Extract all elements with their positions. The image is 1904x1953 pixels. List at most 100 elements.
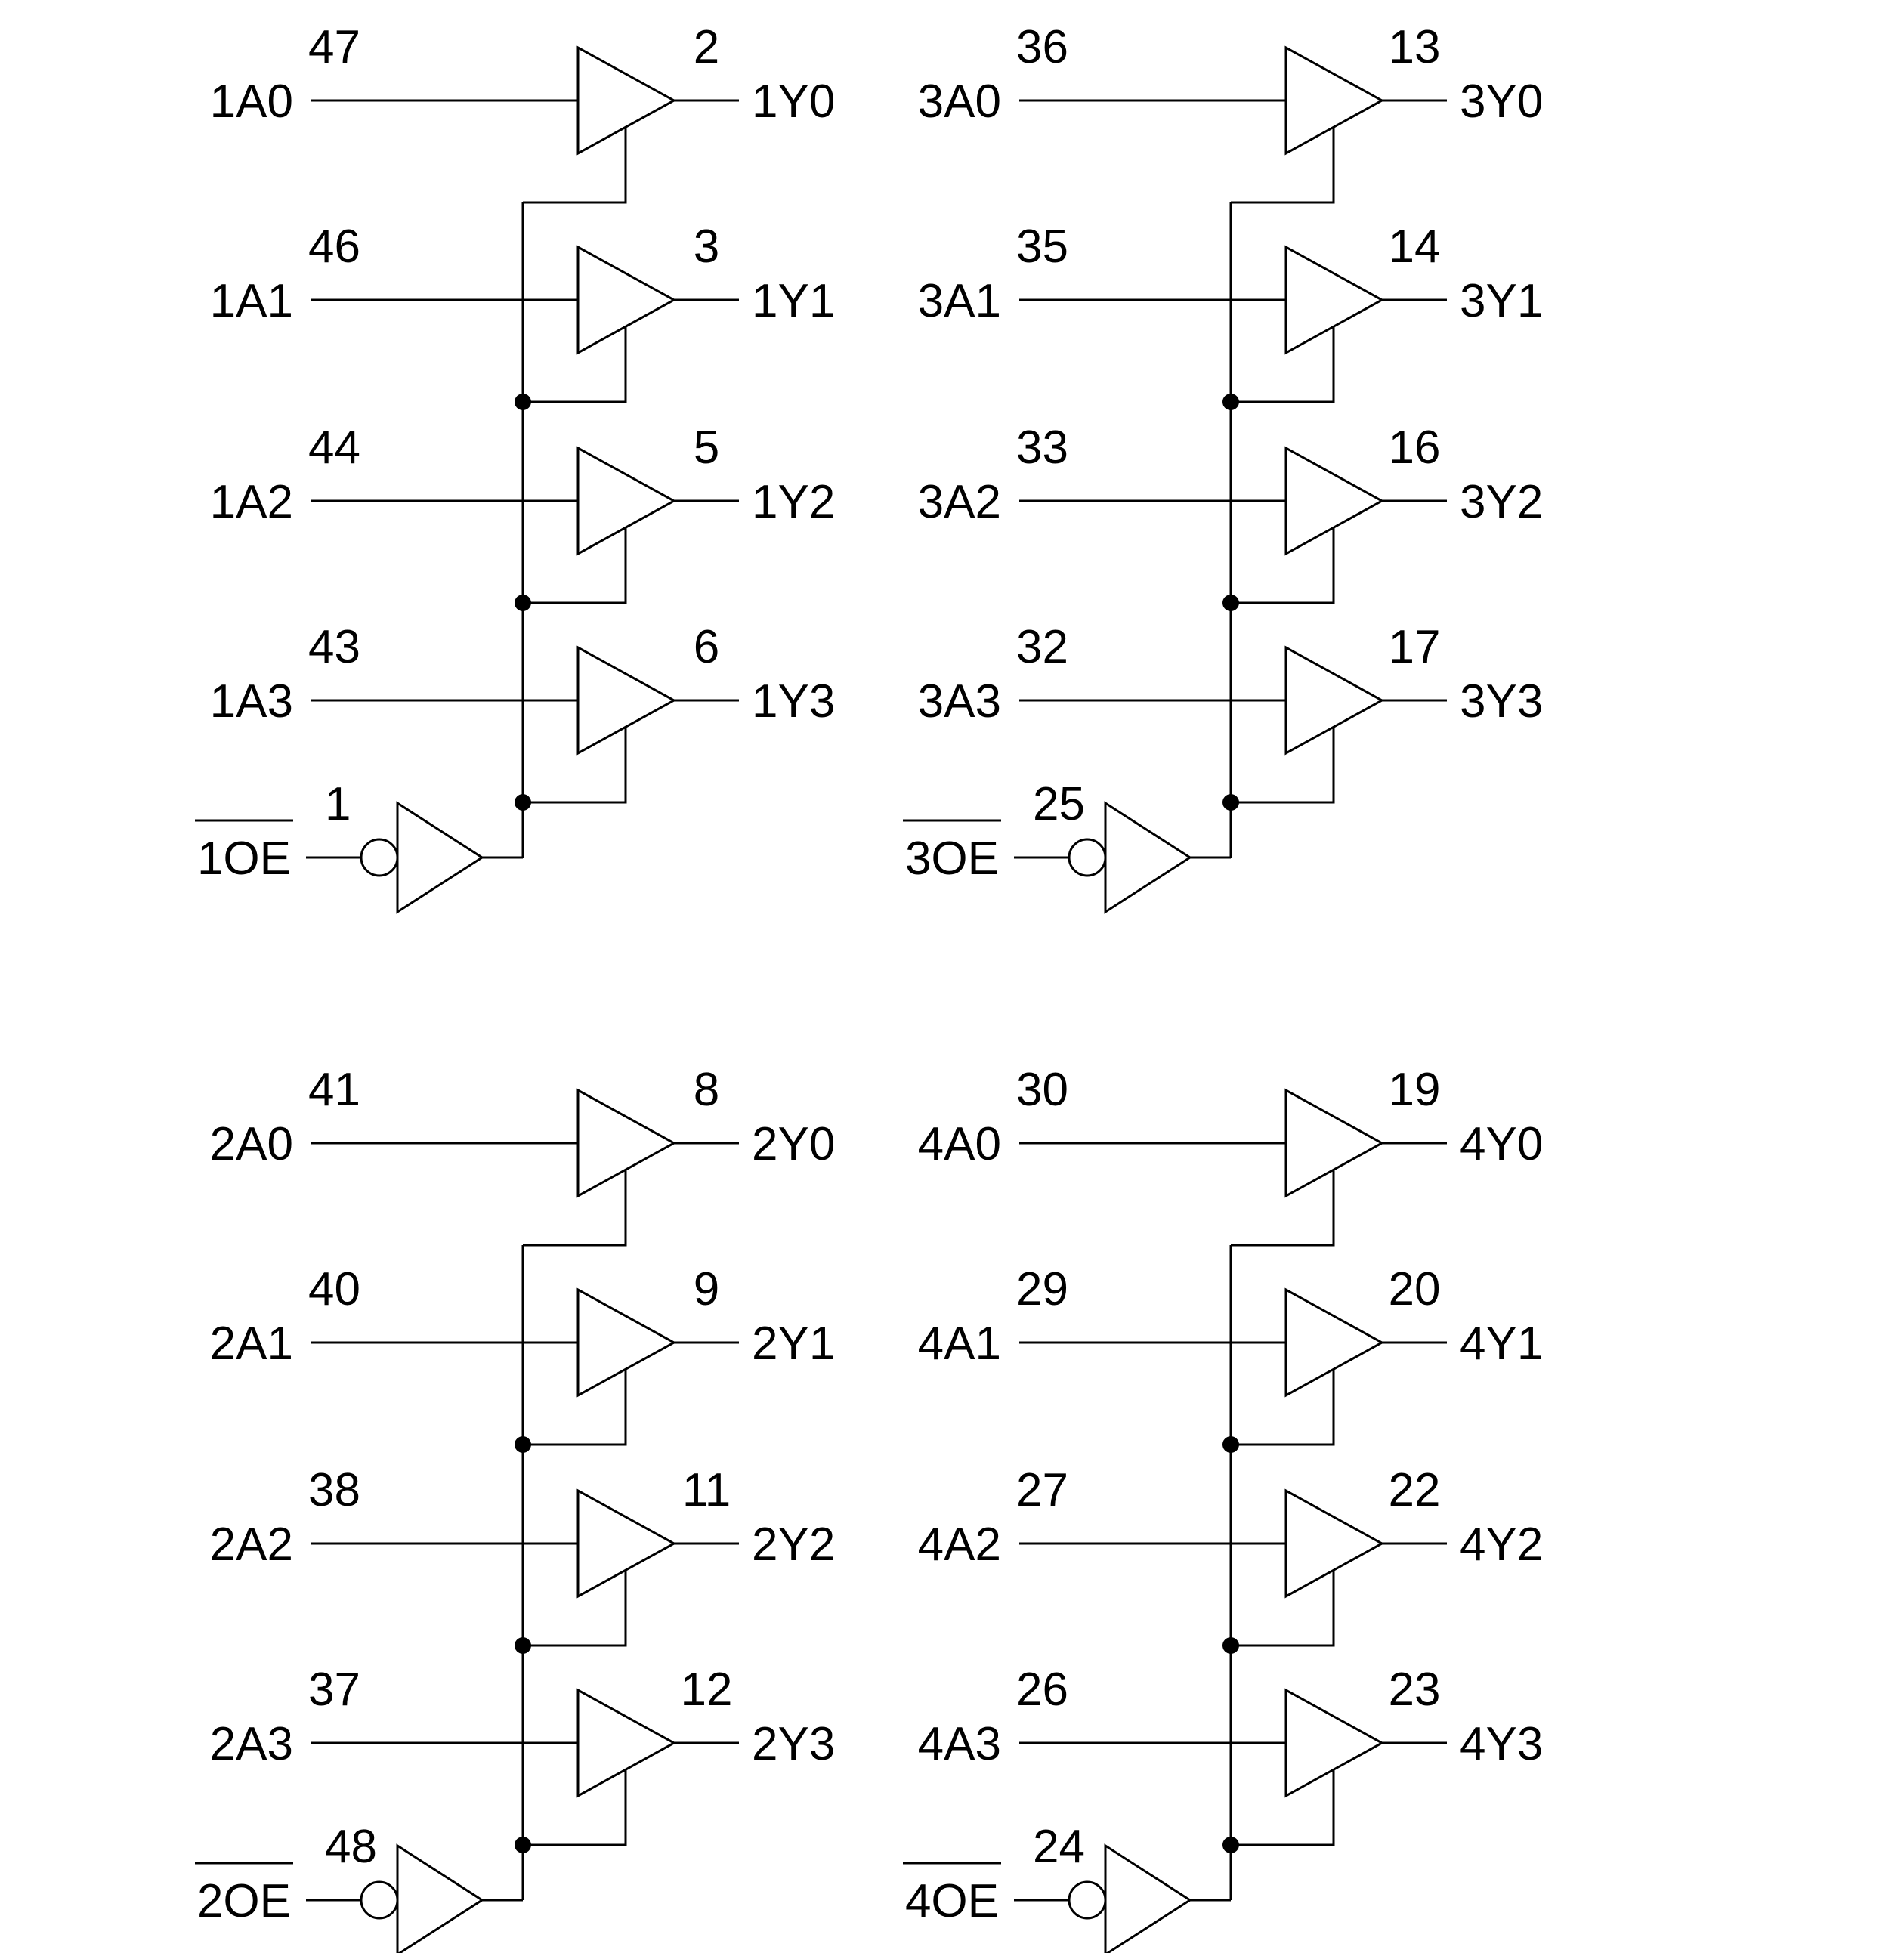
enable-wire xyxy=(523,1170,627,1247)
input-label: 3A1 xyxy=(918,275,1001,327)
enable-wire xyxy=(523,727,627,804)
input-pin-number: 44 xyxy=(308,422,360,474)
enable-wire xyxy=(523,1570,627,1647)
input-label: 2A0 xyxy=(210,1118,293,1170)
input-label: 3A0 xyxy=(918,76,1001,128)
output-label: 4Y0 xyxy=(1460,1118,1543,1170)
enable-wire xyxy=(1231,1369,1335,1446)
output-pin-number: 5 xyxy=(694,422,719,474)
enable-wire xyxy=(523,326,627,403)
output-label: 4Y3 xyxy=(1460,1718,1543,1770)
input-label: 2A3 xyxy=(210,1718,293,1770)
input-pin-number: 36 xyxy=(1016,21,1068,73)
input-pin-number: 32 xyxy=(1016,621,1068,673)
output-label: 2Y0 xyxy=(752,1118,835,1170)
enable-wire xyxy=(1231,1769,1335,1846)
output-pin-number: 14 xyxy=(1389,221,1441,273)
input-label: 1A1 xyxy=(210,275,293,327)
output-label: 1Y1 xyxy=(752,275,835,327)
output-pin-number: 2 xyxy=(694,21,719,73)
input-label: 4A3 xyxy=(918,1718,1001,1770)
inversion-bubble xyxy=(1068,1880,1107,1920)
input-pin-number: 35 xyxy=(1016,221,1068,273)
inversion-bubble xyxy=(1068,838,1107,877)
enable-label: 2OE xyxy=(197,1875,291,1927)
input-pin-number: 41 xyxy=(308,1064,360,1116)
output-pin-number: 23 xyxy=(1389,1664,1441,1716)
input-label: 4A0 xyxy=(918,1118,1001,1170)
output-pin-number: 6 xyxy=(694,621,719,673)
enable-wire xyxy=(1231,1570,1335,1647)
input-pin-number: 47 xyxy=(308,21,360,73)
input-pin-number: 37 xyxy=(308,1664,360,1716)
input-label: 4A1 xyxy=(918,1318,1001,1370)
output-pin-number: 19 xyxy=(1389,1064,1441,1116)
input-label: 2A1 xyxy=(210,1318,293,1370)
enable-wire xyxy=(523,527,627,604)
input-pin-number: 26 xyxy=(1016,1664,1068,1716)
output-label: 2Y2 xyxy=(752,1519,835,1571)
output-label: 1Y2 xyxy=(752,476,835,528)
input-label: 1A0 xyxy=(210,76,293,128)
enable-pin-number: 24 xyxy=(1033,1821,1085,1873)
inversion-bubble xyxy=(360,1880,399,1920)
enable-wire xyxy=(1231,326,1335,403)
inverter-gate xyxy=(1104,1843,1192,1953)
inverter-gate xyxy=(1104,801,1192,914)
enable-label: 1OE xyxy=(197,833,291,885)
output-label: 1Y3 xyxy=(752,675,835,728)
input-pin-number: 27 xyxy=(1016,1464,1068,1516)
output-pin-number: 11 xyxy=(682,1464,731,1516)
input-label: 2A2 xyxy=(210,1519,293,1571)
output-label: 3Y0 xyxy=(1460,76,1543,128)
output-pin-number: 13 xyxy=(1389,21,1441,73)
enable-pin-number: 25 xyxy=(1033,778,1085,830)
output-label: 3Y1 xyxy=(1460,275,1543,327)
input-pin-number: 33 xyxy=(1016,422,1068,474)
output-pin-number: 12 xyxy=(681,1664,733,1716)
output-pin-number: 17 xyxy=(1389,621,1441,673)
output-label: 3Y3 xyxy=(1460,675,1543,728)
output-pin-number: 3 xyxy=(694,221,719,273)
output-label: 4Y1 xyxy=(1460,1318,1543,1370)
output-pin-number: 16 xyxy=(1389,422,1441,474)
output-pin-number: 9 xyxy=(694,1263,719,1315)
input-pin-number: 38 xyxy=(308,1464,360,1516)
input-pin-number: 29 xyxy=(1016,1263,1068,1315)
enable-wire xyxy=(1231,727,1335,804)
inverter-gate xyxy=(396,801,484,914)
input-label: 4A2 xyxy=(918,1519,1001,1571)
output-label: 4Y2 xyxy=(1460,1519,1543,1571)
enable-pin-number: 48 xyxy=(325,1821,377,1873)
input-label: 3A2 xyxy=(918,476,1001,528)
enable-label: 4OE xyxy=(905,1875,999,1927)
enable-wire xyxy=(1231,1170,1335,1247)
block-4: 4A0 30 4Y0 19 4A1 29 4Y1 20 4A2 27 4Y2 22 4A3 26 4Y3 23… xyxy=(903,1064,1543,1953)
input-pin-number: 30 xyxy=(1016,1064,1068,1116)
enable-wire xyxy=(523,1769,627,1846)
input-pin-number: 43 xyxy=(308,621,360,673)
input-pin-number: 46 xyxy=(308,221,360,273)
inversion-bubble xyxy=(360,838,399,877)
input-label: 1A2 xyxy=(210,476,293,528)
output-label: 2Y1 xyxy=(752,1318,835,1370)
enable-wire xyxy=(523,127,627,204)
enable-wire xyxy=(1231,527,1335,604)
input-pin-number: 40 xyxy=(308,1263,360,1315)
enable-wire xyxy=(523,1369,627,1446)
enable-label: 3OE xyxy=(905,833,999,885)
output-label: 3Y2 xyxy=(1460,476,1543,528)
inverter-gate xyxy=(396,1843,484,1953)
output-pin-number: 22 xyxy=(1389,1464,1441,1516)
enable-pin-number: 1 xyxy=(325,778,351,830)
output-pin-number: 20 xyxy=(1389,1263,1441,1315)
input-label: 3A3 xyxy=(918,675,1001,728)
block-2: 2A0 41 2Y0 8 2A1 40 2Y1 9 2A2 38 2Y2 11 2A3 37 2Y3 12 2O… xyxy=(195,1064,835,1953)
output-label: 1Y0 xyxy=(752,76,835,128)
block-1: 1A0 47 1Y0 2 1A1 46 1Y1 3 1A2 44 1Y2 5 1A3 43 1Y3 6 1OE 1 xyxy=(195,21,835,914)
enable-wire xyxy=(1231,127,1335,204)
output-label: 2Y3 xyxy=(752,1718,835,1770)
output-pin-number: 8 xyxy=(694,1064,719,1116)
input-label: 1A3 xyxy=(210,675,293,728)
